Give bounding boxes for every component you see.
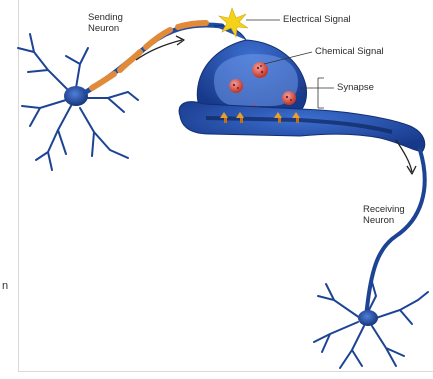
receiving-neuron-label: Receiving Neuron [363,204,405,226]
electrical-signal-spark [219,8,248,37]
postsynaptic-dendrite [179,102,425,152]
vesicle [282,91,296,105]
sending-neuron-label-line1: Sending [88,12,123,23]
sending-neuron-label: Sending Neuron [88,12,123,34]
receiving-neuron-label-line2: Neuron [363,215,405,226]
synapse-label: Synapse [337,82,374,93]
vesicle [252,62,268,78]
chemical-signal-label: Chemical Signal [315,46,384,57]
electrical-signal-label: Electrical Signal [283,14,351,25]
receiving-neuron-soma [358,310,378,326]
myelin-sheath-2 [120,52,140,70]
vesicle [229,79,243,93]
myelin-sheath-1 [92,74,114,88]
sending-neuron-label-line2: Neuron [88,23,123,34]
receiving-neuron-label-line1: Receiving [363,204,405,215]
sending-neuron-soma [64,86,88,106]
